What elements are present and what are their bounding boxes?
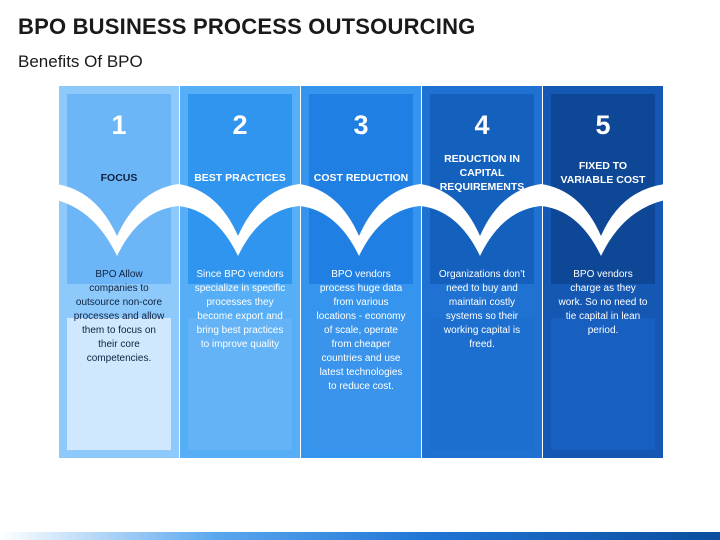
column-body-panel [430, 318, 534, 450]
column-body-panel [67, 318, 171, 450]
benefit-description: BPO vendors charge as they work. So no n… [558, 269, 648, 336]
benefit-column-3: 3 COST REDUCTION BPO vendors process hug… [301, 86, 421, 458]
benefit-label: FOCUS [100, 172, 138, 184]
benefit-description: BPO Allow companies to outsource non-cor… [73, 269, 165, 364]
benefit-label: COST REDUCTION [313, 172, 409, 184]
benefit-column-1: 1 FOCUS BPO Allow companies to outsource… [59, 86, 179, 458]
column-body-panel [551, 318, 655, 450]
benefit-column-4: 4 REDUCTION IN CAPITAL REQUIREMENTS Orga… [422, 86, 542, 458]
benefit-number: 5 [595, 110, 611, 140]
column-body-panel [188, 318, 292, 450]
page-title: BPO BUSINESS PROCESS OUTSOURCING [18, 14, 476, 39]
benefit-description: Since BPO vendors specialize in specific… [194, 269, 286, 350]
footer-gradient-bar [0, 532, 720, 540]
benefit-label: FIXED TO VARIABLE COST [560, 160, 646, 186]
benefit-description: BPO vendors process huge data from vario… [316, 269, 406, 392]
benefit-column-2: 2 BEST PRACTICES Since BPO vendors speci… [180, 86, 300, 458]
benefit-number: 2 [232, 110, 248, 140]
benefit-number: 3 [353, 110, 369, 140]
benefit-number: 1 [111, 110, 127, 140]
benefit-number: 4 [474, 110, 490, 140]
benefit-column-5: 5 FIXED TO VARIABLE COST BPO vendors cha… [543, 86, 663, 458]
benefit-label: BEST PRACTICES [194, 172, 286, 184]
benefit-description: Organizations don’t need to buy and main… [438, 269, 526, 350]
page-subtitle: Benefits Of BPO [18, 52, 143, 71]
benefit-label: REDUCTION IN CAPITAL REQUIREMENTS [439, 153, 525, 193]
column-body-panel [309, 318, 413, 450]
